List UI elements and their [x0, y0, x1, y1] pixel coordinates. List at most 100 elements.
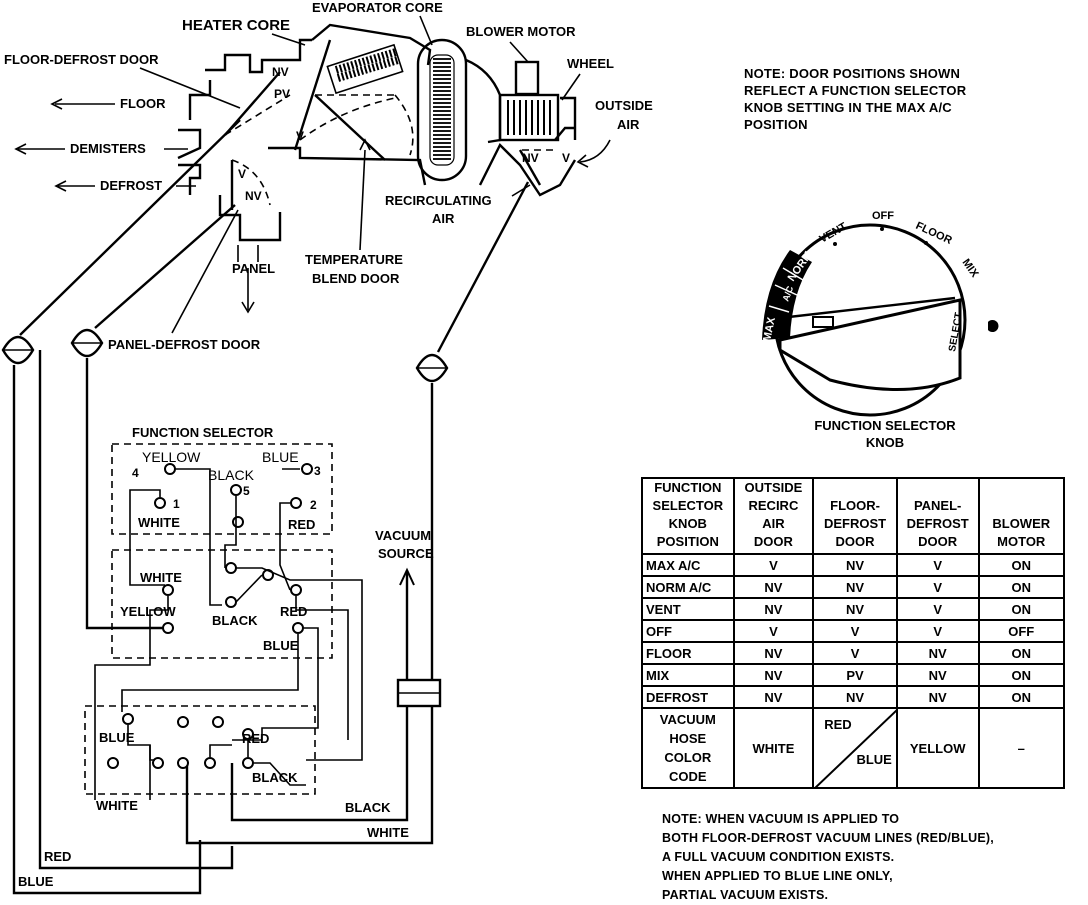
cell-panel-defrost: NV [895, 685, 980, 709]
recirculating-label: RECIRCULATING [385, 193, 492, 208]
header-panel-defrost: PANEL- DEFROST DOOR [895, 477, 980, 555]
vacuum-lines [12, 350, 442, 895]
cell-position: VENT [641, 597, 735, 621]
header-line: FUNCTION [654, 480, 722, 495]
air-label: AIR [617, 117, 640, 132]
cell-outside-recirc: V [732, 553, 815, 577]
v-label: V [562, 151, 570, 165]
note-line: PARTIAL VACUUM EXISTS. [662, 888, 829, 902]
knob-caption: FUNCTION SELECTOR KNOB [780, 417, 990, 451]
table-row: MAX A/C V NV V ON [641, 553, 1065, 577]
cell-position: MIX [641, 663, 735, 687]
table-row: MIX NV PV NV ON [641, 663, 1065, 687]
cell-floor-defrost: PV [812, 663, 898, 687]
header-line: PANEL- [913, 498, 962, 513]
heater-core-label: HEATER CORE [182, 17, 290, 34]
header-line: FLOOR- [830, 498, 880, 513]
diagonal-divider [814, 709, 899, 789]
port-color-red: RED [280, 604, 307, 619]
port-number-4: 4 [132, 466, 139, 480]
pv-label: PV [274, 87, 290, 101]
panel-defrost-door-label: PANEL-DEFROST DOOR [108, 337, 261, 352]
note-line: A FULL VACUUM CONDITION EXISTS. [662, 850, 895, 864]
port-color-blue: BLUE [262, 449, 299, 465]
hose-label-line: CODE [669, 769, 707, 784]
port-color-blue: BLUE [263, 638, 299, 653]
port-color-red: RED [288, 517, 315, 532]
port-color-black: BLACK [212, 613, 258, 628]
cell-blower: ON [977, 641, 1065, 665]
door-position-note: NOTE: DOOR POSITIONS SHOWN REFLECT A FUN… [744, 65, 1034, 133]
table-header-row: FUNCTION SELECTOR KNOB POSITION OUTSIDE … [641, 477, 1065, 555]
cell-position: NORM A/C [641, 575, 735, 599]
port-color-white: WHITE [138, 515, 180, 530]
outside-label: OUTSIDE [595, 98, 653, 113]
knob-pos-max: MAX [761, 316, 778, 343]
cell-blower: ON [977, 663, 1065, 687]
note-line: REFLECT A FUNCTION SELECTOR [744, 83, 967, 98]
header-line: DOOR [753, 534, 793, 549]
cell-outside-recirc: V [732, 619, 815, 643]
header-line: SELECTOR [652, 498, 724, 513]
evaporator-core [416, 38, 468, 182]
table-row: FLOOR NV V NV ON [641, 641, 1065, 665]
hose-label-line: HOSE [669, 731, 707, 746]
note-line: WHEN APPLIED TO BLUE LINE ONLY, [662, 869, 893, 883]
cell-position: MAX A/C [641, 553, 735, 577]
v-label: V [238, 167, 246, 181]
note-line: BOTH FLOOR-DEFROST VACUUM LINES (RED/BLU… [662, 831, 994, 845]
cell-panel-defrost: NV [895, 641, 980, 665]
cell-panel-defrost: V [895, 597, 980, 621]
note-line: NOTE: WHEN VACUUM IS APPLIED TO [662, 812, 900, 826]
blend-door-label: BLEND DOOR [312, 271, 400, 286]
cell-blower: ON [977, 685, 1065, 709]
cell-outside-recirc: NV [732, 685, 815, 709]
black-line-label: BLACK [345, 800, 391, 815]
hose-floor-red: RED [824, 717, 852, 732]
nv-label: NV [272, 65, 289, 79]
panel-label: PANEL [232, 261, 275, 276]
port-number-5: 5 [243, 484, 250, 498]
table-row: DEFROST NV NV NV ON [641, 685, 1065, 709]
header-line: OUTSIDE [744, 480, 803, 495]
vacuum-source-label: SOURCE [378, 546, 434, 561]
function-selector: FUNCTION SELECTOR 4 3 5 1 2 YELLOW BLUE … [84, 425, 363, 813]
header-line: DOOR [835, 534, 875, 549]
red-line-label: RED [44, 849, 71, 864]
function-table: FUNCTION SELECTOR KNOB POSITION OUTSIDE … [641, 477, 1065, 789]
knob-pos-mix: MIX [960, 257, 981, 280]
port-color-yellow: YELLOW [120, 604, 176, 619]
vacuum-source-label: VACUUM [375, 528, 431, 543]
header-line: MOTOR [997, 534, 1046, 549]
cell-blower: OFF [977, 619, 1065, 643]
hose-floor-blue: BLUE [856, 752, 892, 767]
cell-outside-recirc: NV [732, 641, 815, 665]
defrost-label: DEFROST [100, 178, 162, 193]
header-floor-defrost: FLOOR- DEFROST DOOR [812, 477, 898, 555]
function-selector-title: FUNCTION SELECTOR [132, 425, 274, 440]
wheel-label: WHEEL [567, 56, 614, 71]
cell-blower: ON [977, 575, 1065, 599]
cell-blower: ON [977, 597, 1065, 621]
hose-label-line: COLOR [664, 750, 712, 765]
actuator-floor-defrost [1, 119, 241, 365]
cell-panel-defrost: V [895, 553, 980, 577]
actuator-panel-defrost [70, 204, 236, 358]
header-line: AIR [762, 516, 785, 531]
table-row: OFF V V V OFF [641, 619, 1065, 643]
temperature-label: TEMPERATURE [305, 252, 403, 267]
cell-floor-defrost: NV [812, 553, 898, 577]
caption-line: KNOB [865, 435, 905, 450]
cell-floor-defrost: NV [812, 575, 898, 599]
port-color-yellow: YELLOW [142, 449, 201, 465]
cell-outside-recirc: NV [732, 597, 815, 621]
cell-position: DEFROST [641, 685, 735, 709]
port-color-red: RED [242, 731, 269, 746]
port-color-black: BLACK [208, 467, 255, 483]
floor-defrost-door-label: FLOOR-DEFROST DOOR [4, 52, 159, 67]
header-line: KNOB [668, 516, 707, 531]
blower-motor-label: BLOWER MOTOR [466, 24, 576, 39]
nv-label: NV [522, 151, 539, 165]
v-label: V [296, 129, 304, 143]
